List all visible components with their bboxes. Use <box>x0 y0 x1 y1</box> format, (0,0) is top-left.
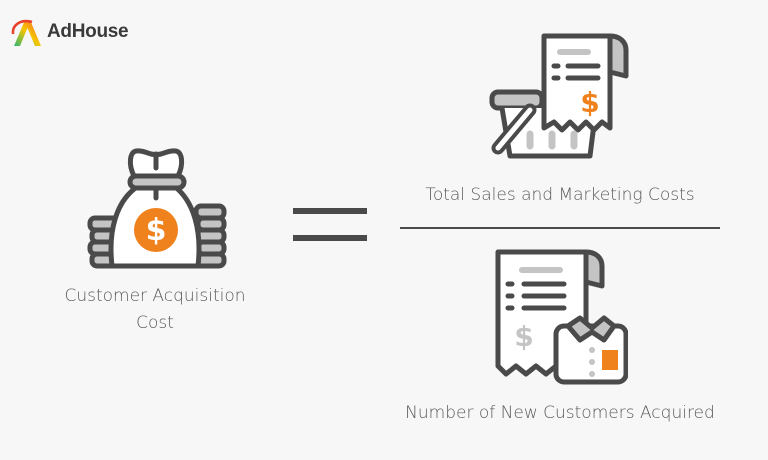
result-label-line2: Cost <box>136 313 174 333</box>
brand-logo[interactable]: AdHouse <box>10 16 129 48</box>
brand-name: AdHouse <box>47 21 129 42</box>
receipt-basket-icon: $ <box>489 33 629 159</box>
receipt-shirt-icon: $ <box>495 249 628 385</box>
equals-bar-top <box>293 208 367 214</box>
numerator-label: Total Sales and Marketing Costs <box>425 185 695 205</box>
result-label-line1: Customer Acquisition <box>64 286 246 306</box>
svg-text:$: $ <box>146 213 167 248</box>
svg-text:$: $ <box>514 320 533 353</box>
fraction-divider <box>400 227 720 229</box>
svg-text:$: $ <box>580 86 599 119</box>
equals-sign <box>293 207 367 247</box>
money-bag-icon: $ <box>87 148 227 269</box>
denominator-label: Number of New Customers Acquired <box>405 403 715 423</box>
adhouse-logo-icon <box>11 19 41 46</box>
equals-bar-bottom <box>293 235 367 241</box>
